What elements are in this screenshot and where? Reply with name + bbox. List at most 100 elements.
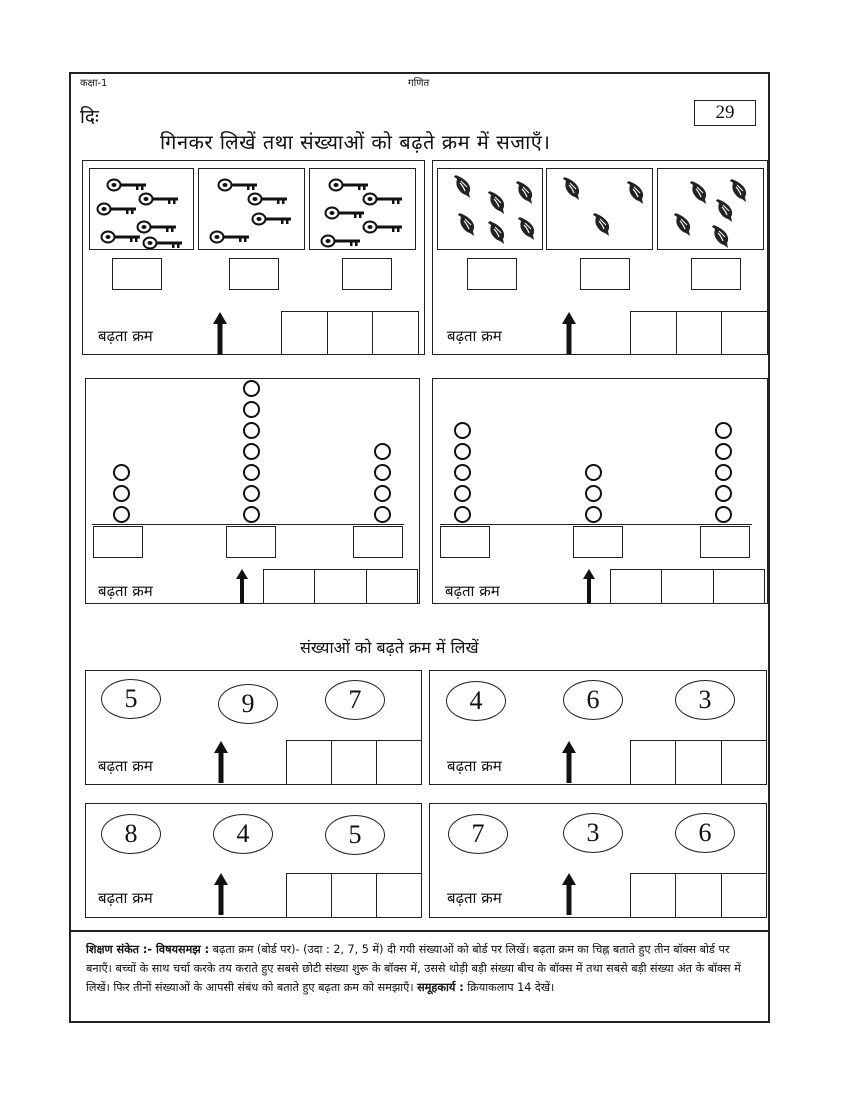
- count-answer-box[interactable]: [467, 258, 517, 290]
- number-oval: 4: [213, 814, 273, 854]
- page-title: गिनकर लिखें तथा संख्याओं को बढ़ते क्रम म…: [160, 130, 551, 154]
- number-order-panel: [429, 803, 767, 918]
- bead: [113, 506, 130, 523]
- order-cell[interactable]: [676, 874, 722, 917]
- up-arrow-icon: [562, 741, 576, 783]
- order-answer-cells[interactable]: [630, 311, 768, 355]
- count-answer-box[interactable]: [112, 258, 162, 290]
- bead: [243, 380, 260, 397]
- order-cell[interactable]: [367, 570, 417, 603]
- bird-icon: [672, 211, 694, 241]
- order-label: बढ़ता क्रम: [445, 582, 500, 600]
- count-answer-box[interactable]: [226, 526, 276, 558]
- number-oval: 4: [446, 681, 506, 721]
- bead: [243, 485, 260, 502]
- key-icon: [136, 219, 180, 238]
- count-answer-box[interactable]: [580, 258, 630, 290]
- order-cell[interactable]: [264, 570, 316, 603]
- class-label: कक्षा-1: [80, 78, 108, 89]
- order-answer-cells[interactable]: [286, 740, 422, 785]
- key-icon: [106, 177, 150, 196]
- bead: [243, 401, 260, 418]
- bead: [454, 443, 471, 460]
- count-answer-box[interactable]: [229, 258, 279, 290]
- order-answer-cells[interactable]: [630, 740, 767, 785]
- bead: [454, 506, 471, 523]
- count-answer-box[interactable]: [342, 258, 392, 290]
- key-icon: [209, 229, 253, 248]
- order-cell[interactable]: [315, 570, 367, 603]
- bead: [374, 443, 391, 460]
- bead: [454, 464, 471, 481]
- order-cell[interactable]: [287, 874, 332, 917]
- number-order-panel: [429, 670, 767, 785]
- order-answer-cells[interactable]: [263, 569, 418, 604]
- order-cell[interactable]: [631, 874, 677, 917]
- bird-icon: [710, 223, 732, 253]
- order-cell[interactable]: [722, 741, 766, 784]
- order-cell[interactable]: [714, 570, 764, 603]
- order-cell[interactable]: [377, 741, 421, 784]
- order-cell[interactable]: [611, 570, 663, 603]
- order-cell[interactable]: [722, 874, 766, 917]
- bird-icon: [486, 189, 508, 219]
- bird-icon: [516, 215, 538, 245]
- order-label: बढ़ता क्रम: [98, 889, 153, 907]
- bead: [585, 485, 602, 502]
- bird-icon: [456, 211, 478, 241]
- number-oval: 6: [563, 680, 623, 720]
- bead: [374, 506, 391, 523]
- bead: [374, 464, 391, 481]
- footer-divider: [69, 930, 770, 932]
- count-answer-box[interactable]: [691, 258, 741, 290]
- order-cell[interactable]: [676, 741, 722, 784]
- bead-baseline: [440, 524, 752, 525]
- number-oval: 5: [101, 679, 161, 719]
- key-icon: [328, 177, 372, 196]
- picture-box: [309, 168, 416, 250]
- key-icon: [320, 233, 364, 252]
- teacher-note-label: शिक्षण संकेत :- विषयसमझ :: [86, 943, 210, 956]
- count-answer-box[interactable]: [573, 526, 623, 558]
- key-counting-panel: [82, 160, 425, 355]
- order-label: बढ़ता क्रम: [447, 889, 502, 907]
- order-answer-cells[interactable]: [630, 873, 767, 918]
- order-cell[interactable]: [332, 741, 377, 784]
- bead: [243, 464, 260, 481]
- up-arrow-icon: [214, 741, 228, 783]
- count-answer-box[interactable]: [353, 526, 403, 558]
- order-cell[interactable]: [677, 312, 723, 354]
- number-order-panel: [85, 670, 422, 785]
- count-answer-box[interactable]: [93, 526, 143, 558]
- key-icon: [362, 191, 406, 210]
- order-cell[interactable]: [287, 741, 332, 784]
- up-arrow-icon: [213, 312, 227, 354]
- order-answer-cells[interactable]: [281, 311, 419, 355]
- number-oval: 3: [563, 813, 623, 853]
- order-cell[interactable]: [662, 570, 714, 603]
- picture-box: [546, 168, 653, 250]
- order-cell[interactable]: [328, 312, 374, 354]
- order-cell[interactable]: [722, 312, 767, 354]
- picture-box: [198, 168, 305, 250]
- order-cell[interactable]: [631, 741, 677, 784]
- bead: [715, 422, 732, 439]
- order-answer-cells[interactable]: [610, 569, 765, 604]
- bead: [113, 464, 130, 481]
- order-label: बढ़ता क्रम: [98, 582, 153, 600]
- order-cell[interactable]: [631, 312, 677, 354]
- date-label: दिः: [80, 106, 99, 128]
- teacher-note-text: बढ़ता क्रम (बोर्ड पर)- (उदा : 2, 7, 5 मे…: [86, 943, 741, 994]
- count-answer-box[interactable]: [700, 526, 750, 558]
- bird-icon: [514, 179, 536, 209]
- order-cell[interactable]: [377, 874, 421, 917]
- order-cell[interactable]: [373, 312, 418, 354]
- order-label: बढ़ता क्रम: [447, 327, 502, 345]
- number-order-panel: [85, 803, 422, 918]
- order-cell[interactable]: [282, 312, 328, 354]
- bead: [243, 443, 260, 460]
- order-answer-cells[interactable]: [286, 873, 422, 918]
- bird-counting-panel: [432, 160, 768, 355]
- order-cell[interactable]: [332, 874, 377, 917]
- count-answer-box[interactable]: [440, 526, 490, 558]
